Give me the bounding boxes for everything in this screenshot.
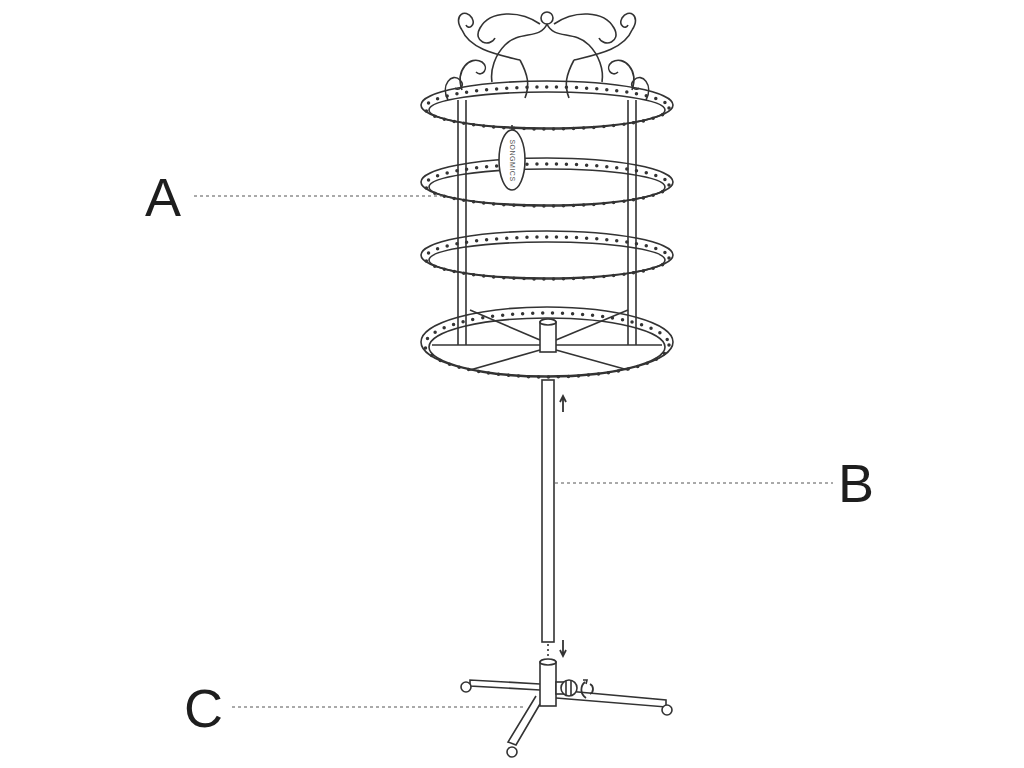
part-letter: B [838, 456, 874, 510]
pole [542, 380, 566, 660]
part-letter: C [184, 681, 223, 735]
support-posts [458, 100, 636, 345]
base [461, 659, 672, 757]
tier-rings [421, 81, 673, 377]
part-letter: A [145, 170, 181, 224]
bottom-spokes [432, 310, 662, 370]
brand-tag [499, 125, 525, 190]
brand-text: SONGMICS [509, 139, 516, 181]
leader-lines [194, 196, 833, 707]
